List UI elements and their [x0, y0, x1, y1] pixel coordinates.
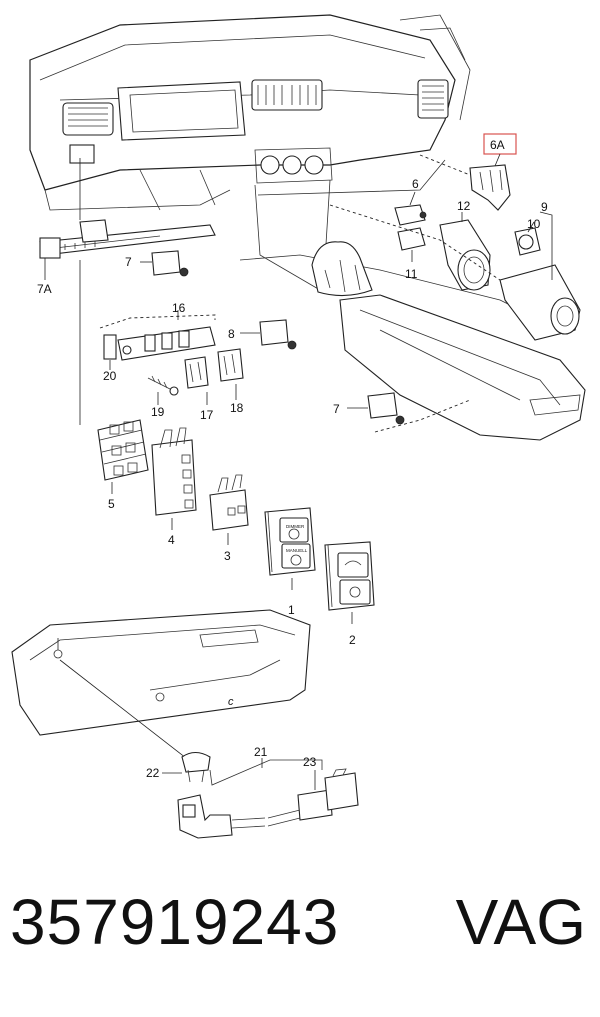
callout-7-upper: 7 [125, 255, 132, 269]
glovebox-letter: c [228, 696, 234, 708]
callout-1: 1 [288, 603, 295, 617]
glovebox-drawing: c [11, 609, 311, 766]
callout-16: 16 [172, 301, 186, 315]
callout-6: 6 [412, 177, 419, 191]
callout-18: 18 [230, 401, 244, 415]
callout-8: 8 [228, 327, 235, 341]
callout-11: 11 [405, 267, 418, 281]
callout-7-lower: 7 [333, 402, 340, 416]
connector-5-drawing [97, 419, 149, 494]
dashboard-drawing [29, 14, 586, 441]
callout-21: 21 [254, 745, 268, 759]
callout-19: 19 [151, 405, 165, 419]
switch-1-drawing: DIMMER MANUELL [264, 507, 316, 590]
small-switch-parts-drawing [140, 250, 471, 433]
switch-label-bottom: MANUELL [286, 548, 308, 553]
lighter-parts-drawing [329, 133, 581, 341]
callout-12: 12 [457, 199, 471, 213]
callout-7A: 7A [37, 282, 52, 296]
callout-6A: 6A [490, 138, 505, 152]
callout-labels: 6A 6 9 10 12 11 7 7A 16 8 20 19 17 18 7 … [37, 138, 548, 780]
relay-plate-parts-drawing [99, 310, 244, 405]
callout-5: 5 [108, 497, 115, 511]
callout-2: 2 [349, 633, 356, 647]
callout-17: 17 [200, 408, 214, 422]
callout-20: 20 [103, 369, 117, 383]
switch-bar-7A-drawing [39, 158, 216, 280]
switch-2-drawing [324, 541, 375, 624]
callout-23: 23 [303, 755, 317, 769]
part-number: 357919243 [10, 886, 340, 958]
callout-3: 3 [224, 549, 231, 563]
brand-name: VAG [455, 886, 586, 958]
connector-3-drawing [209, 474, 249, 545]
exploded-parts-diagram: DIMMER MANUELL c [11, 14, 586, 839]
glovebox-switch-parts-drawing [162, 751, 359, 839]
callout-22: 22 [146, 766, 160, 780]
switch-label-top: DIMMER [286, 524, 305, 529]
callout-10: 10 [527, 217, 541, 231]
callout-9: 9 [541, 200, 548, 214]
callout-4: 4 [168, 533, 175, 547]
connector-4-drawing [151, 427, 197, 530]
